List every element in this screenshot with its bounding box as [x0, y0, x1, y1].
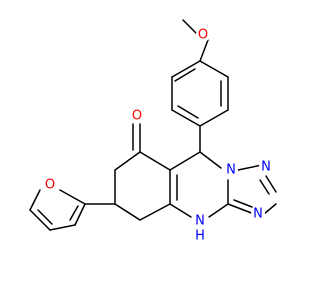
bond-c5-c4a	[139, 203, 171, 221]
bond-c4a-n4	[169, 203, 192, 218]
bond-n4-c3a	[208, 203, 229, 218]
triazole-nitrogen-a-label: N	[226, 163, 236, 178]
bond-c9-c8a	[169, 151, 201, 171]
molecule-diagram: O O O N N N N H	[29, 19, 277, 244]
bond-furan-c3-c2	[74, 203, 86, 226]
bond-n2-c	[265, 175, 277, 193]
bond-n1-n2	[237, 164, 263, 171]
triazole-nitrogen-a-atom: N	[224, 163, 238, 178]
bond-phenyl-5	[171, 109, 201, 127]
bond-furan-c2-o	[59, 189, 86, 205]
bond-methyl-oxygen	[182, 19, 199, 36]
bond-n2-c-inner	[259, 179, 270, 195]
triazole-nitrogen-c-atom: N	[251, 207, 265, 222]
atom-labels: O O O N N N N H	[43, 28, 273, 244]
amine-nitrogen-label: N	[195, 214, 205, 229]
ketone-oxygen-label: O	[132, 109, 142, 124]
bond-phenyl-4	[199, 109, 229, 127]
bond-n3-c3a-inner	[233, 199, 253, 208]
triazole-nitrogen-b-label: N	[261, 160, 271, 175]
bond-oxygen-phenyl	[199, 39, 209, 62]
bond-c-n3	[263, 203, 277, 215]
furan-oxygen-label: O	[45, 178, 55, 193]
bond-furan-c3-c2-inner	[69, 205, 79, 221]
bond-lines	[29, 19, 277, 231]
bond-n3-c3a	[227, 203, 255, 215]
bond-c9-n1	[199, 151, 222, 169]
bond-c6-c5	[114, 203, 141, 221]
bond-c8-c7	[114, 151, 141, 171]
bond-furan-o-c5	[29, 189, 41, 211]
bond-furan-c5-c4	[29, 209, 51, 231]
ketone-oxygen-atom: O	[130, 109, 144, 124]
amine-nitrogen-atom: N H	[192, 214, 208, 244]
methoxy-oxygen-label: O	[198, 28, 208, 43]
bond-phenyl-2	[199, 60, 229, 78]
bond-phenyl-1	[171, 60, 201, 78]
furan-oxygen-atom: O	[43, 178, 57, 193]
bond-furan-c5-c4-inner	[37, 209, 53, 225]
bond-c8a-c8	[139, 151, 171, 171]
bond-furan-c4-c3	[49, 224, 76, 231]
bond-phenyl-5-inner	[177, 105, 199, 119]
triazole-nitrogen-b-atom: N	[259, 160, 273, 175]
triazole-nitrogen-c-label: N	[253, 207, 263, 222]
amine-hydrogen-label: H	[195, 229, 205, 244]
methoxy-oxygen-atom: O	[196, 28, 210, 43]
bond-phenyl-1-inner	[174, 68, 196, 82]
